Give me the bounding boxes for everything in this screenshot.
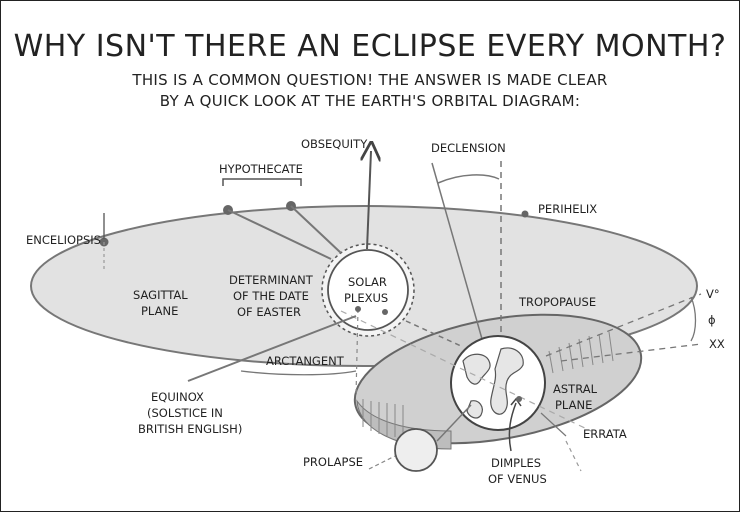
label-determinant-3: OF EASTER (237, 305, 301, 319)
solar-plexus-sun (321, 243, 415, 337)
declension-lines (431, 161, 502, 347)
label-solar-1: SOLAR (348, 275, 387, 289)
moon (394, 428, 438, 472)
subtitle-line-1: THIS IS A COMMON QUESTION! THE ANSWER IS… (132, 71, 608, 89)
subtitle-line-2: BY A QUICK LOOK AT THE EARTH'S ORBITAL D… (159, 92, 581, 110)
dimples-arrow (508, 402, 517, 452)
label-sagittal-2: PLANE (141, 304, 178, 318)
label-equinox-3: BRITISH ENGLISH) (138, 422, 242, 436)
hypothecate-line-2 (290, 205, 342, 254)
obsequity-arrow (367, 151, 371, 250)
label-astral-1: ASTRAL (553, 382, 598, 396)
perihelix-dot (521, 210, 529, 218)
label-tropopause: TROPOPAUSE (518, 295, 596, 309)
label-obsequity: OBSEQUITY (301, 137, 368, 151)
label-perihelix: PERIHELIX (538, 202, 597, 216)
label-enceliopsis: ENCELIOPSIS (26, 233, 101, 247)
label-equinox-1: EQUINOX (151, 390, 204, 404)
label-errata: ERRATA (583, 427, 627, 441)
label-prolapse: PROLAPSE (303, 455, 363, 469)
label-astral-2: PLANE (555, 398, 592, 412)
label-sagittal-1: SAGITTAL (133, 288, 188, 302)
equinox-line (187, 315, 357, 382)
label-declension: DECLENSION (431, 141, 506, 155)
label-arctangent: ARCTANGENT (266, 354, 345, 368)
hypothecate-line-1 (227, 209, 332, 260)
label-dimples-1: DIMPLES (491, 456, 541, 470)
sun-earth-line (340, 310, 592, 432)
earth-globe (450, 335, 546, 431)
label-v-degree: V° (706, 287, 720, 301)
hypothecate-bracket (222, 178, 302, 186)
label-determinant-2: OF THE DATE (233, 289, 309, 303)
arctangent-arc (240, 370, 357, 376)
comic-title: WHY ISN'T THERE AN ECLIPSE EVERY MONTH? (13, 29, 727, 64)
label-dimples-2: OF VENUS (488, 472, 547, 486)
label-hypothecate: HYPOTHECATE (219, 162, 303, 176)
label-xx: XX (709, 337, 725, 351)
label-equinox-2: (SOLSTICE IN (147, 406, 223, 420)
right-axis-lines (545, 293, 702, 362)
label-determinant-1: DETERMINANT (229, 273, 314, 287)
label-solar-2: PLEXUS (344, 291, 388, 305)
label-phi: ϕ (708, 313, 716, 327)
